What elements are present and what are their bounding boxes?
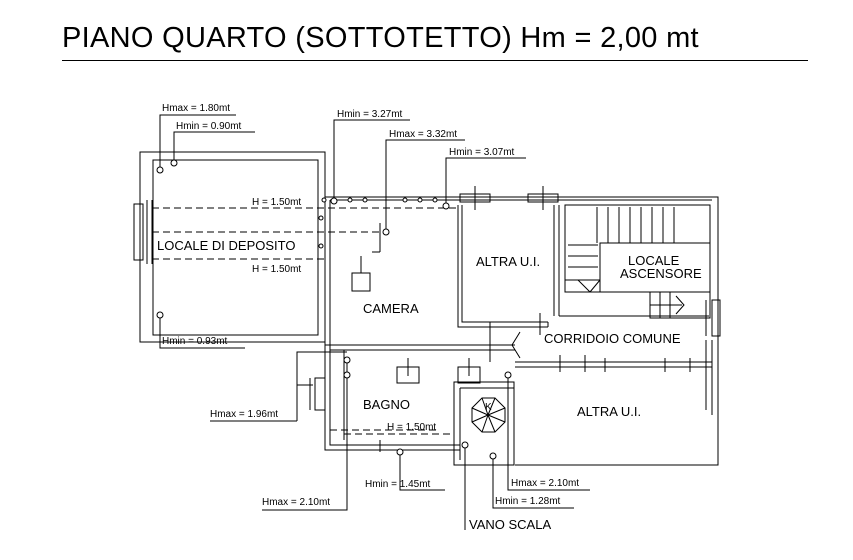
- annotation-hmax-332: Hmax = 3.32mt: [389, 129, 457, 140]
- annotation-h-150-bagno: H = 1.50mt: [387, 422, 436, 433]
- annotation-h-150-mid: H = 1.50mt: [252, 264, 301, 275]
- annotation-hmax-210-left: Hmax = 2.10mt: [262, 497, 330, 508]
- annotation-hmax-210-right: Hmax = 2.10mt: [511, 478, 579, 489]
- stair-mark: K: [485, 402, 492, 413]
- room-label-deposito: LOCALE DI DEPOSITO: [157, 238, 295, 253]
- annotation-hmin-327: Hmin = 3.27mt: [337, 109, 403, 120]
- leader-lines: [159, 114, 590, 530]
- measure-points: [156, 159, 512, 460]
- room-label-vano-scala: VANO SCALA: [469, 517, 551, 532]
- room-label-ascensore: ASCENSORE: [620, 266, 702, 281]
- annotation-hmin-090: Hmin = 0.90mt: [176, 121, 242, 132]
- room-label-bagno: BAGNO: [363, 397, 410, 412]
- annotation-hmin-145: Hmin = 1.45mt: [365, 479, 431, 490]
- room-label-corridoio: CORRIDOIO COMUNE: [544, 331, 681, 346]
- title-underline: [62, 60, 808, 61]
- annotation-h-150-top: H = 1.50mt: [252, 197, 301, 208]
- annotation-hmin-307: Hmin = 3.07mt: [449, 147, 515, 158]
- annotation-hmin-093: Hmin = 0.93mt: [162, 336, 228, 347]
- annotation-hmin-128: Hmin = 1.28mt: [495, 496, 561, 507]
- annotation-hmax-180: Hmax = 1.80mt: [162, 103, 230, 114]
- walls: [133, 151, 721, 466]
- room-label-altra-ui-top: ALTRA U.I.: [476, 254, 540, 269]
- room-label-camera: CAMERA: [363, 301, 419, 316]
- page-title: PIANO QUARTO (SOTTOTETTO) Hm = 2,00 mt: [62, 22, 699, 54]
- height-lines: [152, 207, 458, 435]
- room-label-locale: LOCALE: [628, 253, 680, 268]
- room-label-altra-ui-bottom: ALTRA U.I.: [577, 404, 641, 419]
- annotation-hmax-196: Hmax = 1.96mt: [210, 409, 278, 420]
